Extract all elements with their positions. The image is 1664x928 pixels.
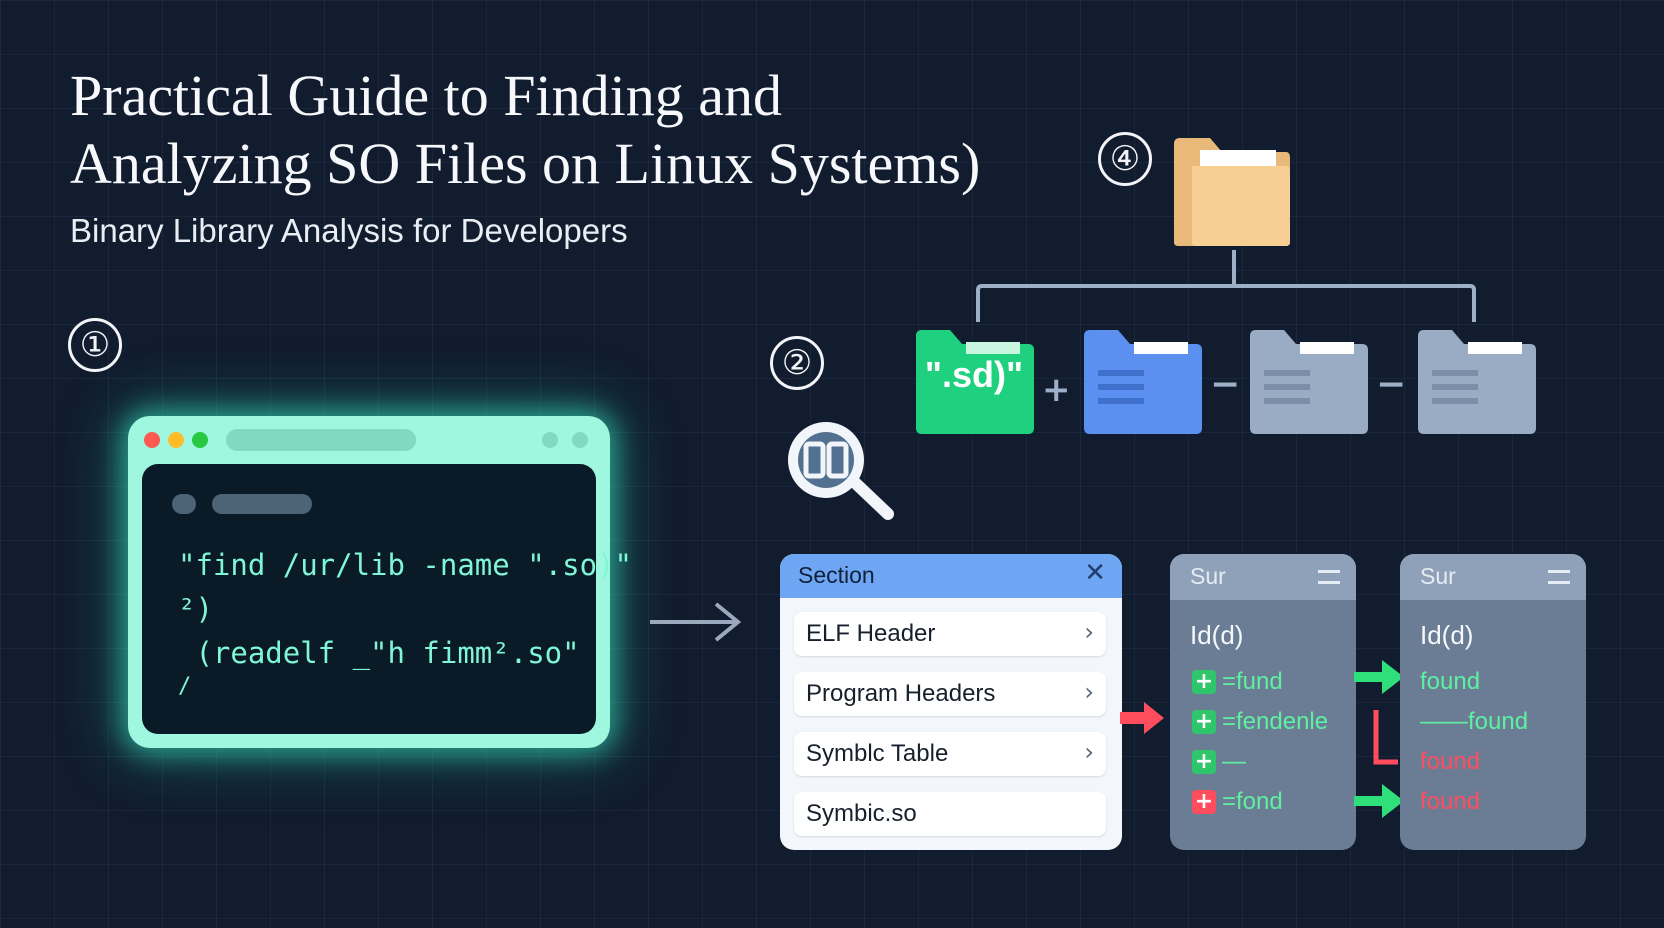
section-row-label: Symblc Table — [806, 740, 949, 767]
symbol-result-found: found — [1420, 668, 1481, 695]
symbol-panel-id: Id(d) — [1420, 620, 1474, 650]
root-folder-icon — [1174, 138, 1290, 246]
menu-icon[interactable] — [1548, 570, 1570, 584]
section-row-program-headers[interactable]: Program Headers › — [794, 672, 1106, 716]
symbol-panel-header: Sur — [1400, 554, 1586, 600]
menu-icon[interactable] — [1318, 570, 1340, 584]
match-connectors — [1354, 660, 1404, 818]
symbol-result-found: ——found — [1420, 708, 1529, 735]
chevron-right-icon: › — [1084, 678, 1094, 706]
blue-folder-icon[interactable] — [1084, 330, 1202, 434]
folder-connector: − — [1376, 364, 1407, 405]
close-dot-icon[interactable] — [144, 432, 160, 448]
command-line: / — [178, 674, 192, 699]
command-line: "find /ur/lib -name ".so)" — [178, 548, 632, 582]
minimize-dot-icon[interactable] — [168, 432, 184, 448]
right-arrow-icon — [650, 602, 742, 642]
symbol-panel-results: Sur Id(d) found ——found found found — [1400, 554, 1586, 850]
command-line: (readelf _"h fimm².so" — [178, 636, 580, 670]
symbol-entry: =fendenle — [1222, 708, 1329, 735]
terminal-screen: "find /ur/lib -name ".so)" ²) (readelf _… — [142, 464, 632, 734]
folder-connector: − — [1210, 364, 1241, 405]
symbol-entry: — — [1222, 748, 1246, 775]
plus-icon: + — [1192, 710, 1216, 734]
section-row-label: Program Headers — [806, 680, 996, 707]
section-row-symbol-table[interactable]: Symblc Table › — [794, 732, 1106, 776]
symbol-entry: =fund — [1222, 668, 1283, 695]
page-title: Practical Guide to Finding and Analyzing… — [70, 63, 981, 196]
plus-icon: + — [1192, 670, 1216, 694]
symbol-entry: =fond — [1222, 788, 1283, 815]
folder-tree-connector — [976, 250, 1476, 322]
symbol-panel-title: Sur — [1190, 563, 1226, 589]
so-folder[interactable]: ".sd)" — [916, 330, 1034, 434]
section-row-label: Symbic.so — [806, 800, 917, 827]
section-row-symbol-so[interactable]: Symbic.so — [794, 792, 1106, 836]
magnifier-icon — [788, 422, 894, 520]
terminal-window: "find /ur/lib -name ".so)" ²) (readelf _… — [128, 416, 632, 748]
section-panel-header: Section ✕ — [780, 554, 1122, 598]
plus-icon: + — [1192, 750, 1216, 774]
step-2-marker: ② — [770, 336, 824, 390]
step-1-marker: ① — [68, 318, 122, 372]
so-folder-label: ".sd)" — [924, 354, 1024, 395]
chevron-right-icon: › — [1084, 738, 1094, 766]
command-line: ²) — [178, 592, 213, 626]
section-row-elf-header[interactable]: ELF Header › — [794, 612, 1106, 656]
symbol-panel-title: Sur — [1420, 563, 1456, 589]
section-row-label: ELF Header — [806, 620, 936, 647]
toolbar-dot-icon — [572, 432, 588, 448]
chevron-right-icon: › — [1084, 618, 1094, 646]
folder-connector: + — [1042, 370, 1071, 410]
prompt-placeholder — [172, 494, 196, 514]
symbol-result-missing: found — [1420, 788, 1481, 815]
symbol-panel-header: Sur — [1170, 554, 1356, 600]
section-panel: Section ✕ ELF Header › Program Headers ›… — [780, 554, 1122, 850]
step-4-marker: ④ — [1098, 132, 1152, 186]
symbol-panel-id: Id(d) — [1190, 620, 1244, 650]
so-folder-icon — [916, 330, 1034, 434]
toolbar-dot-icon — [542, 432, 558, 448]
symbol-panel-entries: Sur Id(d) + =fund + =fendenle + — + =fon… — [1170, 554, 1356, 850]
prompt-placeholder — [212, 494, 312, 514]
maximize-dot-icon[interactable] — [192, 432, 208, 448]
gray-folder-icon[interactable] — [1250, 330, 1368, 434]
section-panel-title: Section — [798, 562, 875, 588]
close-icon[interactable]: ✕ — [1084, 558, 1106, 588]
address-bar — [226, 429, 416, 451]
symbol-result-missing: found — [1420, 748, 1481, 775]
gray-folder-icon[interactable] — [1418, 330, 1536, 434]
red-arrow-icon — [1120, 702, 1164, 734]
page-subtitle: Binary Library Analysis for Developers — [70, 212, 628, 249]
plus-icon: + — [1192, 790, 1216, 814]
